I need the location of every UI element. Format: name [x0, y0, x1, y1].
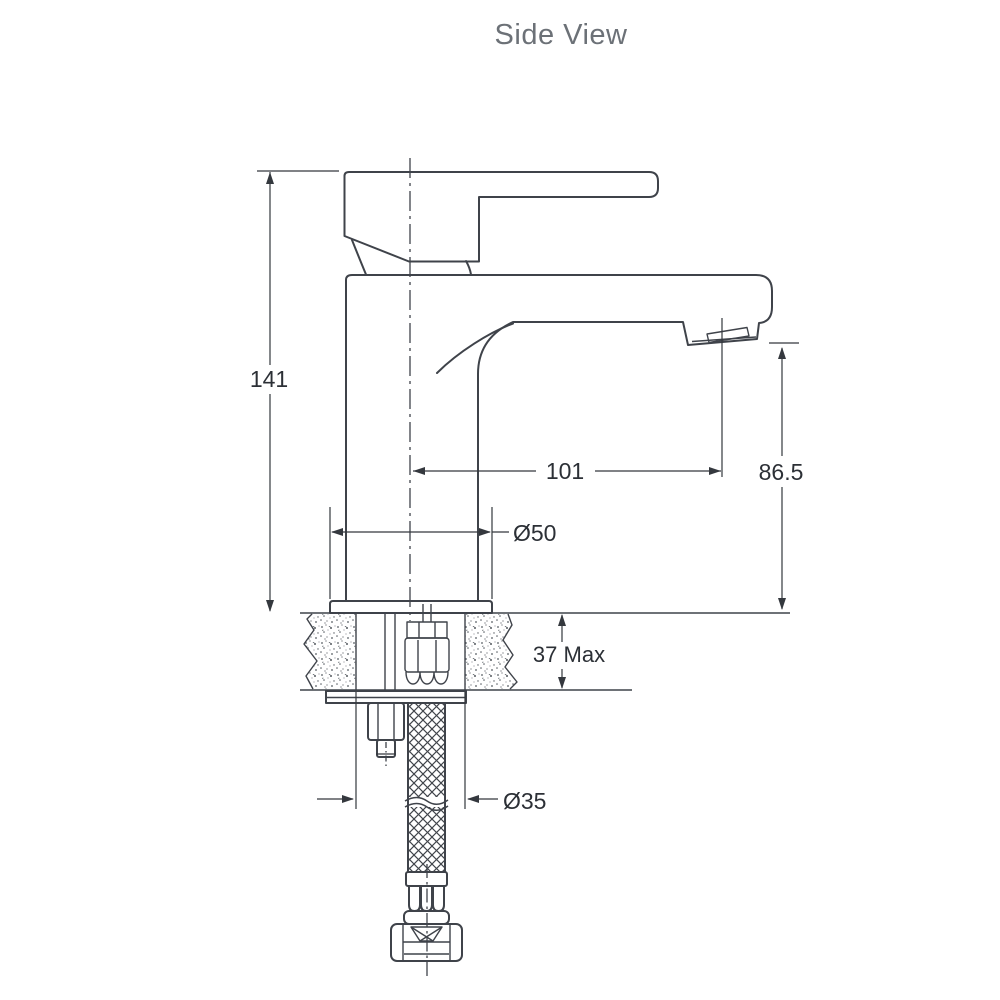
- dimension-outlet-height-label: 86.5: [759, 459, 804, 485]
- pivot-arc-left: [351, 239, 367, 276]
- spout-body-outline: [345, 274, 773, 602]
- dimension-hole-diameter-label: Ø35: [503, 788, 546, 814]
- dimension-spout-reach: 101: [413, 318, 723, 484]
- spout-body: [345, 274, 773, 602]
- handle-lever: [343, 171, 659, 276]
- washer-plate: [325, 690, 467, 704]
- dimension-spout-reach-label: 101: [546, 458, 584, 484]
- supply-hose: [404, 702, 449, 873]
- hose-break: [404, 796, 449, 811]
- lever-outline: [343, 171, 659, 263]
- counter-block-left: [304, 614, 356, 689]
- dimension-deck-thickness-label: 37 Max: [533, 642, 605, 667]
- fixing-nut: [367, 702, 405, 769]
- hose-nut-connector: [390, 864, 463, 977]
- dimension-base-diameter: Ø50: [329, 507, 556, 599]
- pivot-arc-right: [465, 260, 472, 276]
- faucet-side-view: [329, 171, 773, 614]
- counter-break-edge-right: [502, 613, 518, 690]
- dimension-hole-diameter: Ø35: [317, 692, 546, 814]
- aerator-screen-line: [691, 336, 757, 343]
- dimension-overall-height: 141: [250, 170, 339, 612]
- counter-break-edge-left: [303, 613, 318, 690]
- dimension-overall-height-label: 141: [250, 366, 288, 392]
- dimension-outlet-height: 86.5: [759, 342, 804, 610]
- dimension-deck-thickness: 37 Max: [533, 614, 605, 689]
- dimension-base-diameter-label: Ø50: [513, 520, 556, 546]
- base-flange: [329, 600, 493, 614]
- mounting-shank: [384, 604, 450, 690]
- counter-block-right: [465, 614, 517, 689]
- under-counter-hardware: [325, 690, 467, 977]
- spout-lip-curve: [436, 322, 514, 374]
- aerator: [691, 326, 757, 344]
- aerator-insert: [706, 326, 750, 344]
- page-title: Side View: [495, 19, 628, 51]
